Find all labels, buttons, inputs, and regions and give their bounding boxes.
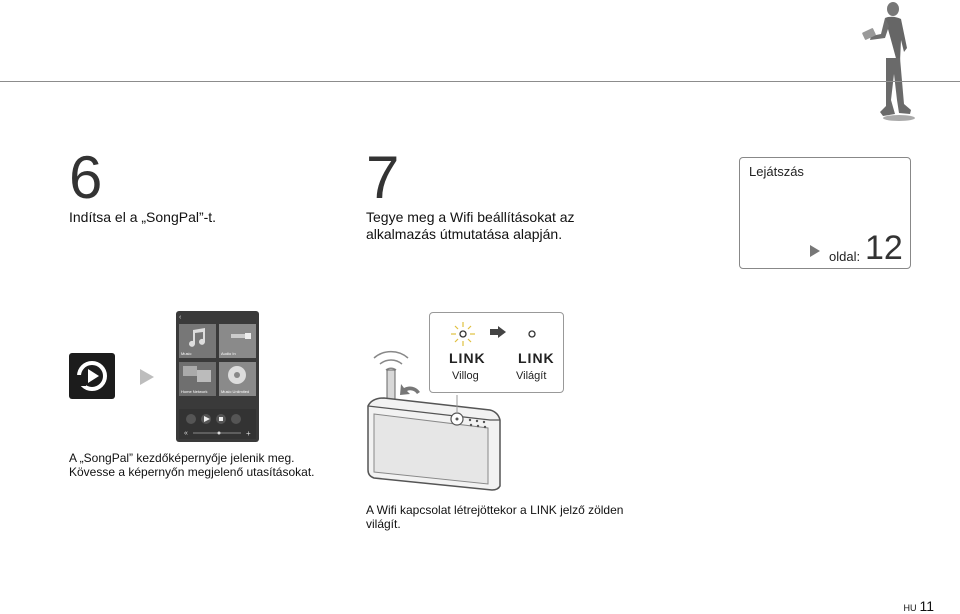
arrow-right-icon xyxy=(140,369,154,385)
reference-title: Lejátszás xyxy=(749,164,804,179)
link-indicator-callout: LINK Villog LINK Világít xyxy=(429,312,564,393)
songpal-home-screen: ‹ Music Audio In Home Network Music Unli… xyxy=(176,311,259,442)
svg-text:«: « xyxy=(184,430,188,437)
tile-label: Audio In xyxy=(221,351,236,356)
step-6-caption-line1: A „SongPal” kezdőképernyője jelenik meg. xyxy=(69,451,295,465)
link-label-before: LINK xyxy=(449,350,486,366)
back-icon: ‹ xyxy=(179,314,182,321)
link-state-blinking: Villog xyxy=(452,370,479,382)
songpal-app-icon xyxy=(69,353,115,399)
step-7-instruction-line1: Tegye meg a Wifi beállításokat az xyxy=(366,209,575,225)
reference-label: oldal: xyxy=(829,249,861,264)
svg-text:+: + xyxy=(246,429,251,438)
network-icon xyxy=(183,366,211,382)
speaker-illustration xyxy=(367,351,501,491)
wifi-signal-icon xyxy=(373,351,409,371)
page-number: 11 xyxy=(919,598,934,614)
person-with-phone-illustration xyxy=(862,2,915,121)
app-tile-music-unlimited: Music Unlimited xyxy=(219,362,256,396)
step-6-instruction: Indítsa el a „SongPal”-t. xyxy=(69,209,217,225)
blinking-light-icon xyxy=(451,322,475,346)
app-tile-music: Music xyxy=(179,324,216,358)
step-7-instruction-line2: alkalmazás útmutatása alapján. xyxy=(366,226,563,242)
steady-light-icon xyxy=(528,330,536,338)
arrow-right-icon xyxy=(498,326,506,338)
app-controls: « + xyxy=(179,409,256,439)
app-tile-audio-in: Audio In xyxy=(219,324,256,358)
reference-page-number: 12 xyxy=(865,229,903,267)
audio-cable-icon xyxy=(231,333,251,339)
top-rule xyxy=(0,81,960,82)
step-6-caption-line2: Kövesse a képernyőn megjelenő utasítások… xyxy=(69,465,315,479)
play-arrow-icon xyxy=(810,245,820,257)
step-6-number: 6 xyxy=(69,144,103,211)
step-7-caption-line2: világít. xyxy=(366,517,401,531)
step-7-caption-line1: A Wifi kapcsolat létrejöttekor a LINK je… xyxy=(366,503,624,517)
music-note-icon xyxy=(189,328,205,347)
link-label-after: LINK xyxy=(518,350,555,366)
step-7-number: 7 xyxy=(366,144,400,211)
tile-label: Music Unlimited xyxy=(221,389,250,394)
tile-label: Home Network xyxy=(181,389,208,394)
playback-controls-icon: « + xyxy=(184,414,251,438)
arrow-right-icon xyxy=(490,329,498,335)
page-reference-box: Lejátszás oldal: 12 xyxy=(739,157,911,269)
language-code: HU xyxy=(903,603,917,613)
app-tile-home-network: Home Network xyxy=(179,362,216,396)
tile-label: Music xyxy=(181,351,192,356)
link-state-lit: Világít xyxy=(516,370,547,382)
disc-icon xyxy=(228,366,246,384)
